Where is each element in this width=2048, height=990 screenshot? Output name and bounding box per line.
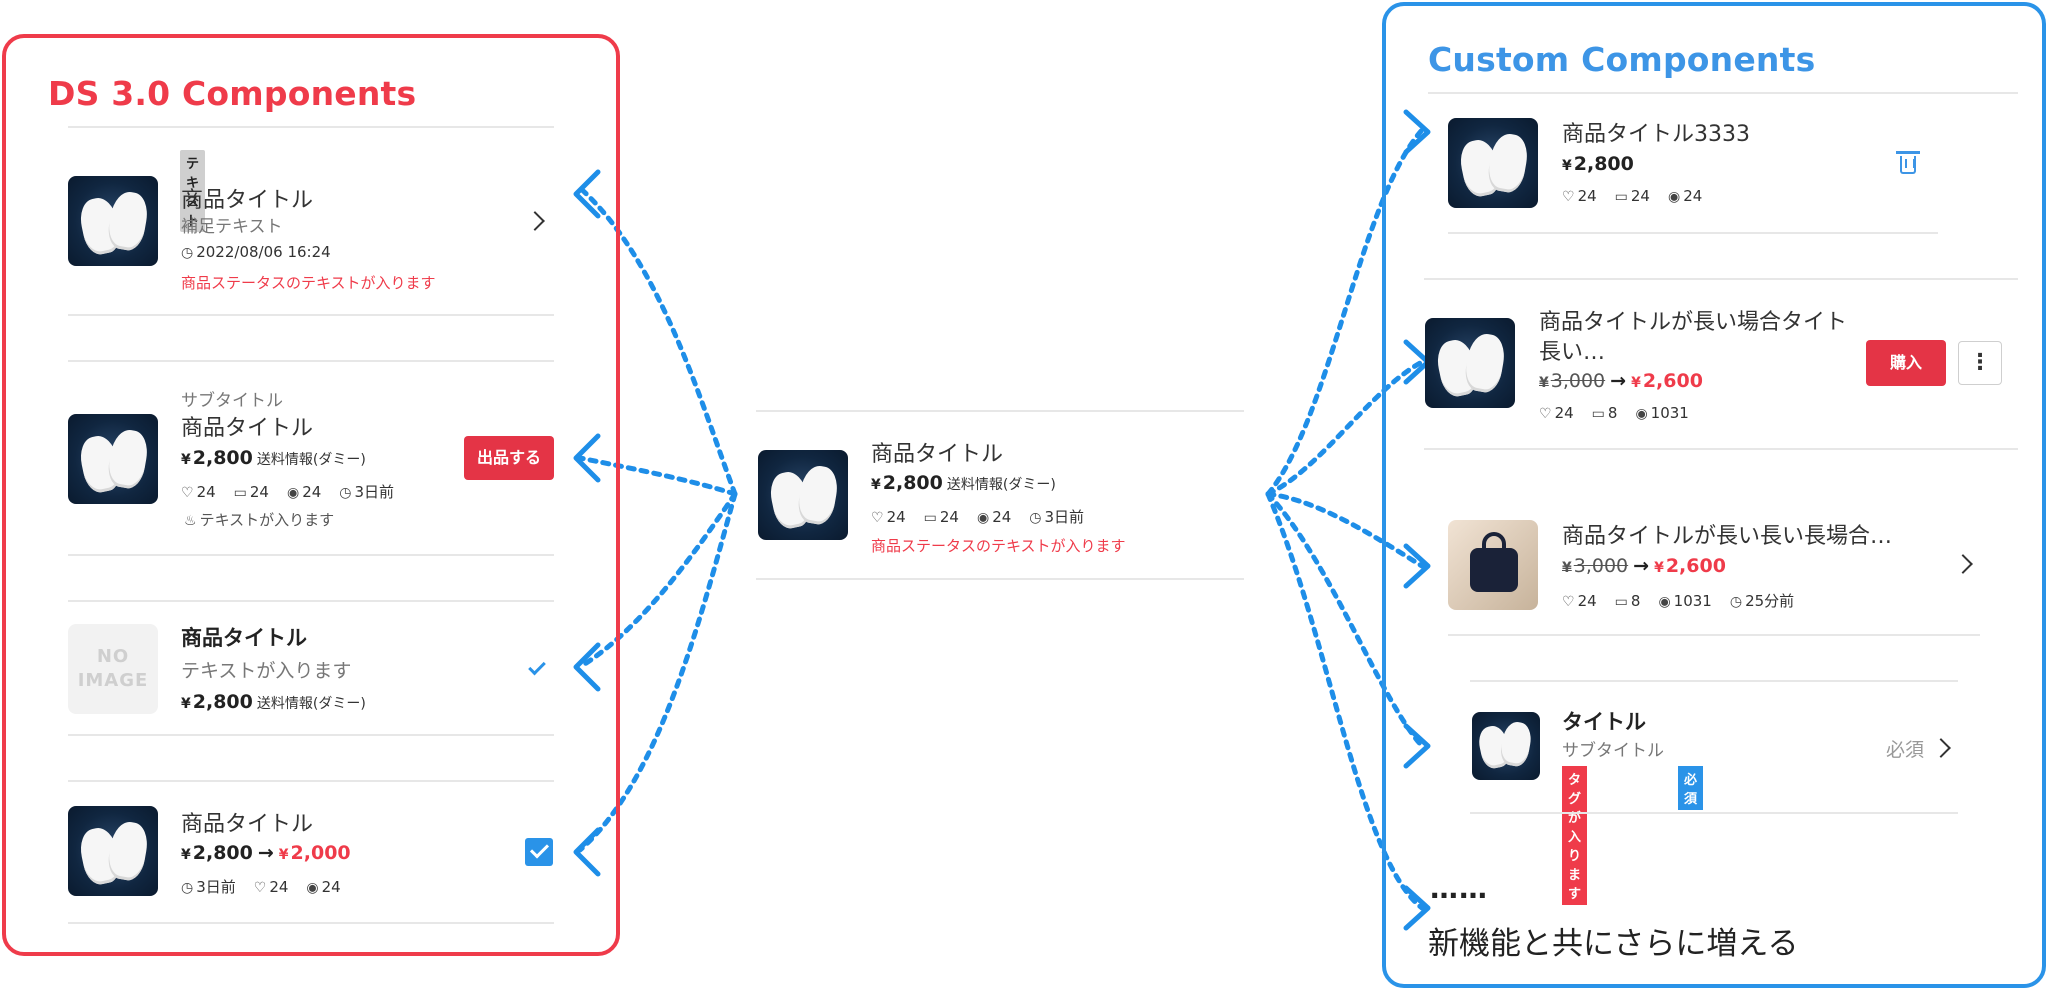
stats-row: ♡24▭24◉24 [1562,187,1703,205]
clock-icon: ◷ [181,880,194,896]
divider [68,734,554,736]
checkbox-checked-icon[interactable] [525,838,553,866]
comment-icon: ▭ [1591,406,1605,422]
divider [1448,634,1980,636]
divider [68,360,554,362]
divider [68,554,554,556]
product-title-line1: 商品タイトルが長い場合タイト [1539,310,1848,335]
custom-components-panel: Custom Components …… 新機能と共にさらに増える [1382,2,2046,988]
status-text: 商品ステータスのテキストが入ります [181,274,436,292]
divider [68,600,554,602]
divider [68,126,554,128]
description-text: テキストが入ります [181,660,352,682]
stats-row: ♡24▭8◉1031 [1539,404,1689,422]
heart-icon: ♡ [871,510,884,526]
price-change: ¥3,000→¥2,600 [1539,370,1703,392]
clock-icon: ◷ [1029,510,1042,526]
heart-icon: ♡ [1562,594,1575,610]
panel-title: Custom Components [1428,40,1816,79]
status-text: 商品ステータスのテキストが入ります [871,537,1126,555]
eye-icon: ◉ [1658,594,1671,610]
no-image-placeholder: NO IMAGE [68,624,158,714]
product-image [1448,118,1538,208]
heart-icon: ♡ [253,880,267,896]
supplement-text: 補足テキスト [181,217,283,237]
product-title: 商品タイトル [181,188,314,213]
eye-icon: ◉ [1635,406,1648,422]
product-image [758,450,848,540]
text-tag: テキスト [180,150,206,232]
subtitle: サブタイトル [181,391,283,411]
product-title: 商品タイトル [181,416,314,441]
heart-icon: ♡ [1539,406,1552,422]
stats-row: ◷3日前♡24◉24 [181,878,341,896]
product-image [1472,712,1540,780]
datetime: ◷2022/08/06 16:24 [181,243,331,261]
comment-icon: ▭ [1614,189,1628,205]
ds-components-panel: DS 3.0 Components [2,34,620,956]
price-change: ¥3,000→¥2,600 [1562,555,1726,577]
required-tag: 必須 [1678,766,1704,810]
required-label: 必須 [1886,739,1925,761]
product-title: 商品タイトル [181,626,307,650]
buy-button[interactable]: 購入 [1866,340,1946,386]
divider [1428,92,2018,94]
eye-icon: ◉ [306,880,319,896]
divider [68,922,554,924]
product-image [1425,318,1515,408]
fire-note: ♨テキストが入ります [184,511,335,529]
divider [1424,448,2018,450]
stats-row: ♡24▭24◉24◷3日前 [181,483,395,501]
footer-text: 新機能と共にさらに増える [1428,926,1799,962]
footer-dots: …… [1430,872,1488,905]
product-title: 商品タイトル [871,442,1004,467]
product-image [68,414,158,504]
product-image [68,806,158,896]
item-title: タイトル [1562,710,1646,734]
stats-row: ♡24▭24◉24◷3日前 [871,508,1085,526]
comment-icon: ▭ [233,485,247,501]
clock-icon: ◷ [1729,594,1743,610]
product-image [1448,520,1538,610]
product-image [68,176,158,266]
price-change: ¥2,800→¥2,000 [181,842,351,864]
fire-icon: ♨ [184,513,197,529]
divider [756,410,1244,412]
divider [68,780,554,782]
eye-icon: ◉ [286,485,300,501]
comment-icon: ▭ [923,510,937,526]
eye-icon: ◉ [1667,189,1681,205]
trash-icon[interactable] [1896,151,1920,174]
price: ¥2,800 [1562,153,1634,175]
list-item-button[interactable]: 出品する [464,436,554,480]
divider [1448,232,1938,234]
divider [68,314,554,316]
heart-icon: ♡ [181,485,194,501]
clock-icon: ◷ [181,245,194,261]
item-subtitle: サブタイトル [1562,741,1664,761]
panel-title: DS 3.0 Components [48,74,417,113]
red-tag: タグが入ります [1562,766,1588,905]
eye-icon: ◉ [976,510,990,526]
divider [1424,278,2018,280]
divider [1470,680,1958,682]
divider [756,578,1244,580]
product-title: 商品タイトル3333 [1562,122,1750,147]
heart-icon: ♡ [1562,189,1575,205]
divider [1470,812,1958,814]
stats-row: ♡24▭8◉1031◷25分前 [1562,592,1795,610]
clock-icon: ◷ [339,485,352,501]
product-title-line2: 長い… [1539,340,1606,365]
more-options-button[interactable]: ⋮ [1958,341,2002,385]
product-title: 商品タイトル [181,812,314,837]
comment-icon: ▭ [1614,594,1628,610]
product-title: 商品タイトルが長い長い長場合… [1562,524,1893,549]
